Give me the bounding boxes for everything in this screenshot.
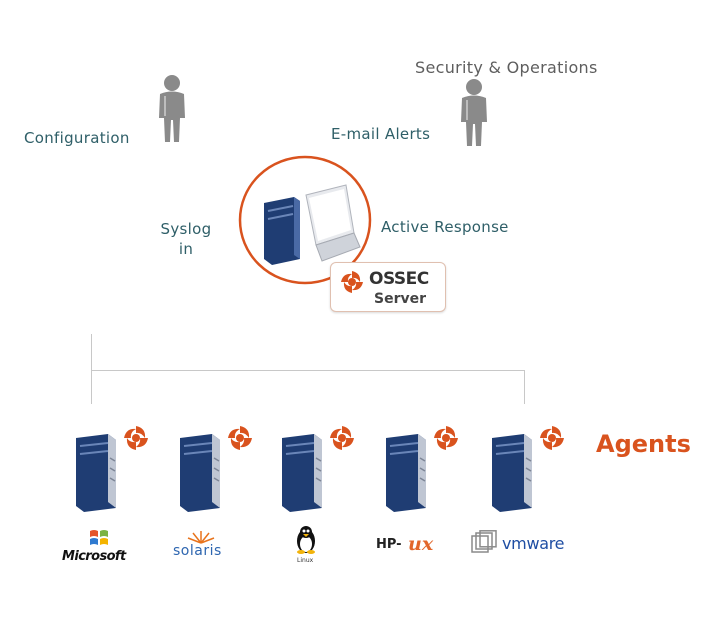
solaris-sun-icon: [187, 531, 215, 544]
agent-server-linux: [278, 424, 358, 518]
horizontal-connector-line: [91, 370, 525, 371]
server-icon: [282, 426, 354, 512]
server-icon: [264, 197, 300, 265]
agents-label: Agents: [596, 430, 691, 458]
ossec-spiral-icon: [540, 426, 564, 450]
vertical-connector-line: [91, 334, 92, 404]
agent-server-vmware: [488, 424, 568, 518]
email-alerts-label: E-mail Alerts: [331, 125, 431, 143]
ossec-brand-text: OSSEC: [369, 269, 429, 289]
agent-server-solaris: [176, 424, 256, 518]
ossec-spiral-icon: [434, 426, 458, 450]
server-icon: [492, 426, 564, 512]
laptop-icon: [305, 184, 361, 262]
admin-person-icon: [155, 74, 189, 144]
ux-text: ux: [408, 533, 434, 555]
server-icon: [76, 426, 148, 512]
active-response-label: Active Response: [381, 218, 509, 236]
hpux-logo: HP- ux: [376, 533, 446, 564]
ossec-server-badge: OSSEC Server: [330, 262, 446, 312]
microsoft-text: Microsoft: [62, 549, 126, 564]
linux-logo: Linux: [292, 524, 320, 568]
security-operations-label: Security & Operations: [415, 58, 598, 77]
syslog-label-line1: Syslog: [160, 220, 212, 238]
solaris-logo: solaris: [172, 530, 228, 566]
server-icon: [180, 426, 252, 512]
microsoft-logo: Microsoft: [62, 528, 134, 568]
vmware-logo: vmware: [470, 530, 580, 560]
right-connector-line: [524, 370, 525, 404]
ossec-server-node: [238, 155, 372, 289]
ossec-spiral-icon: [124, 426, 148, 450]
agent-server-hpux: [382, 424, 462, 518]
agent-server-microsoft: [72, 424, 152, 518]
solaris-text: solaris: [173, 543, 222, 559]
ossec-spiral-icon: [228, 426, 252, 450]
windows-flag-icon: [90, 530, 108, 545]
syslog-label: Syslog in: [160, 220, 212, 258]
ossec-spiral-icon: [339, 269, 365, 299]
server-icon: [386, 426, 458, 512]
syslog-label-line2: in: [178, 240, 194, 258]
tux-penguin-icon: [297, 526, 315, 554]
linux-text: Linux: [297, 557, 314, 564]
hp-text: HP-: [376, 537, 402, 552]
vmware-text: vmware: [502, 534, 565, 553]
ossec-spiral-icon: [330, 426, 354, 450]
security-person-icon: [457, 78, 491, 148]
configuration-label: Configuration: [24, 129, 130, 147]
server-role-text: Server: [374, 291, 427, 307]
vmware-boxes-icon: [471, 530, 497, 553]
